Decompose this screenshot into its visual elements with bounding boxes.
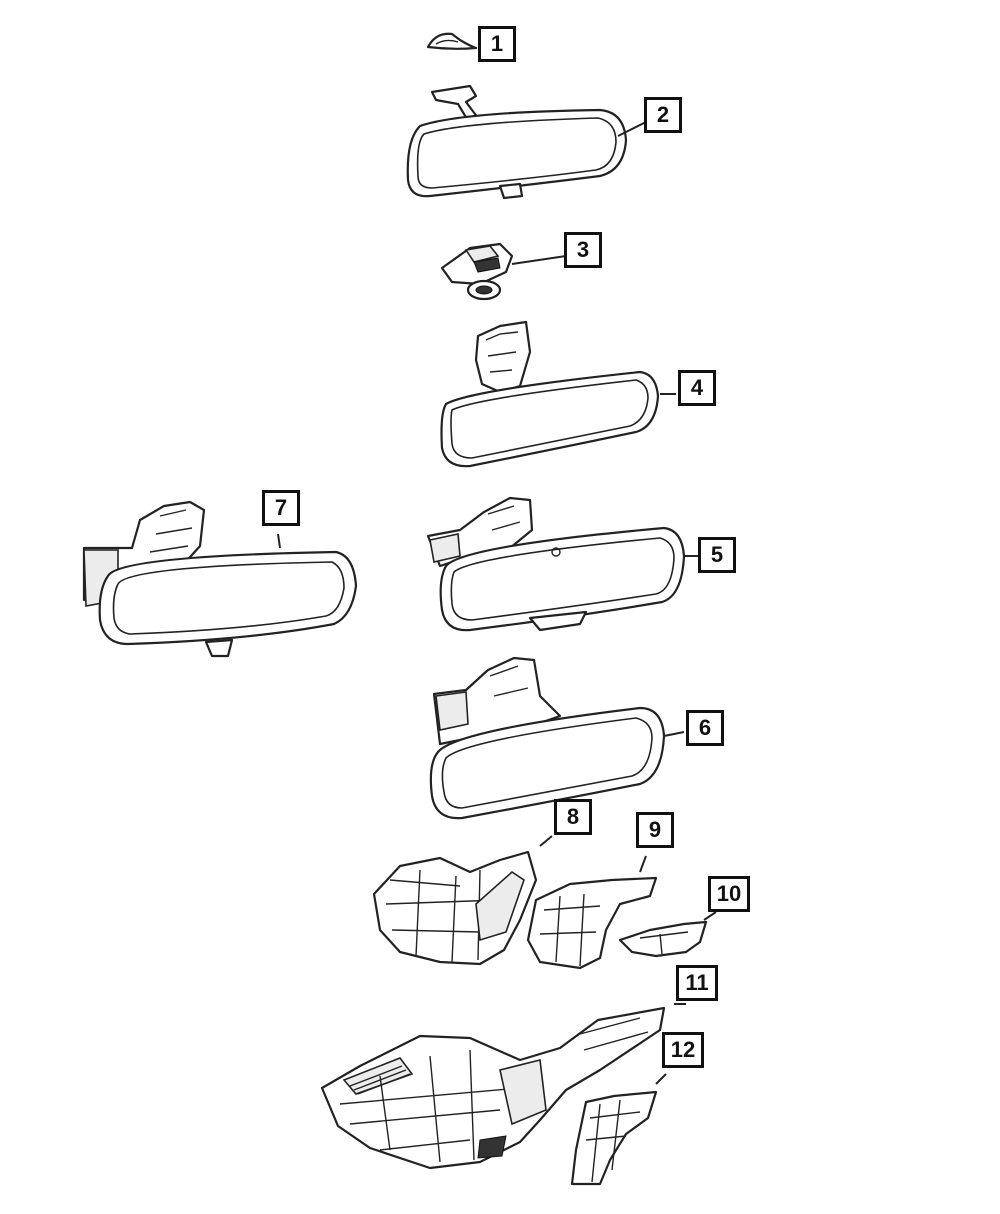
part-10-cover	[618, 911, 717, 958]
callout-5[interactable]: 5	[698, 537, 736, 573]
callout-2[interactable]: 2	[644, 97, 682, 133]
callout-8[interactable]: 8	[554, 799, 592, 835]
part-11-shroud	[320, 1003, 686, 1170]
callout-9[interactable]: 9	[636, 812, 674, 848]
callout-11[interactable]: 11	[676, 965, 718, 1001]
callout-10[interactable]: 10	[708, 876, 750, 912]
part-8-cover	[372, 835, 553, 966]
part-12-panel	[570, 1073, 667, 1186]
part-5-mirror	[426, 496, 698, 632]
callout-12[interactable]: 12	[662, 1032, 704, 1068]
callout-4[interactable]: 4	[678, 370, 716, 406]
part-1-clip	[426, 32, 478, 50]
part-2-mirror	[406, 84, 647, 200]
callout-6[interactable]: 6	[686, 710, 724, 746]
part-3-sensor	[440, 242, 567, 301]
callout-7[interactable]: 7	[262, 490, 300, 526]
part-6-mirror	[429, 656, 685, 820]
callout-1[interactable]: 1	[478, 26, 516, 62]
part-9-cover	[526, 855, 658, 970]
callout-3[interactable]: 3	[564, 232, 602, 268]
part-7-mirror	[82, 500, 358, 658]
part-4-mirror	[440, 320, 676, 468]
